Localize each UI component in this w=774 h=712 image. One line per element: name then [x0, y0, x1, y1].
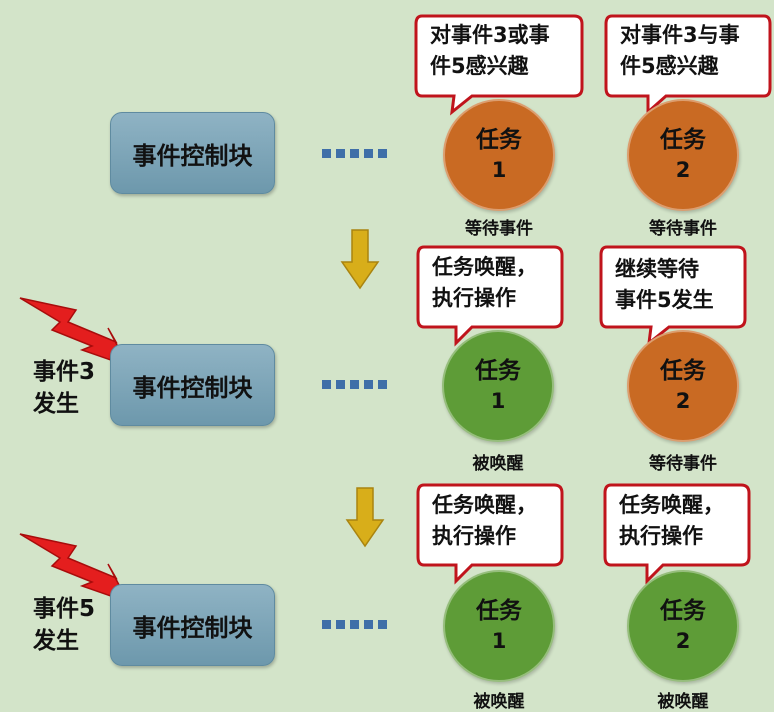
down-arrow-1	[340, 229, 380, 290]
speech-bubble-r3-task1	[416, 483, 564, 585]
caption-r2-task1: 被唤醒	[472, 454, 524, 474]
caption-r3-task2: 被唤醒	[657, 692, 709, 712]
event-control-block-1: 事件控制块	[110, 112, 275, 194]
bubble-text-r2-task2: 继续等待事件5发生	[615, 257, 714, 312]
bubble-text-r1-task2: 对事件3与事件5感兴趣	[620, 23, 740, 78]
bubble-text-r3-task2: 任务唤醒，执行操作	[619, 493, 724, 548]
speech-bubble-r1-task1	[414, 14, 584, 116]
event-control-block-2: 事件控制块	[110, 344, 275, 426]
ellipsis-connector-1	[322, 149, 387, 158]
caption-r1-task2: 等待事件	[649, 219, 717, 239]
speech-bubble-r2-task1	[416, 245, 564, 347]
caption-r2-task2: 等待事件	[649, 454, 717, 474]
event-control-block-3: 事件控制块	[110, 584, 275, 666]
caption-r1-task1: 等待事件	[465, 219, 533, 239]
ellipsis-connector-2	[322, 380, 387, 389]
speech-bubble-r3-task2	[603, 483, 751, 585]
bubble-text-r1-task1: 对事件3或事件5感兴趣	[430, 23, 550, 78]
bubble-text-r3-task1: 任务唤醒，执行操作	[432, 493, 537, 548]
down-arrow-2	[345, 487, 385, 548]
ellipsis-connector-3	[322, 620, 387, 629]
bubble-text-r2-task1: 任务唤醒，执行操作	[432, 255, 537, 310]
caption-r3-task1: 被唤醒	[473, 692, 525, 712]
